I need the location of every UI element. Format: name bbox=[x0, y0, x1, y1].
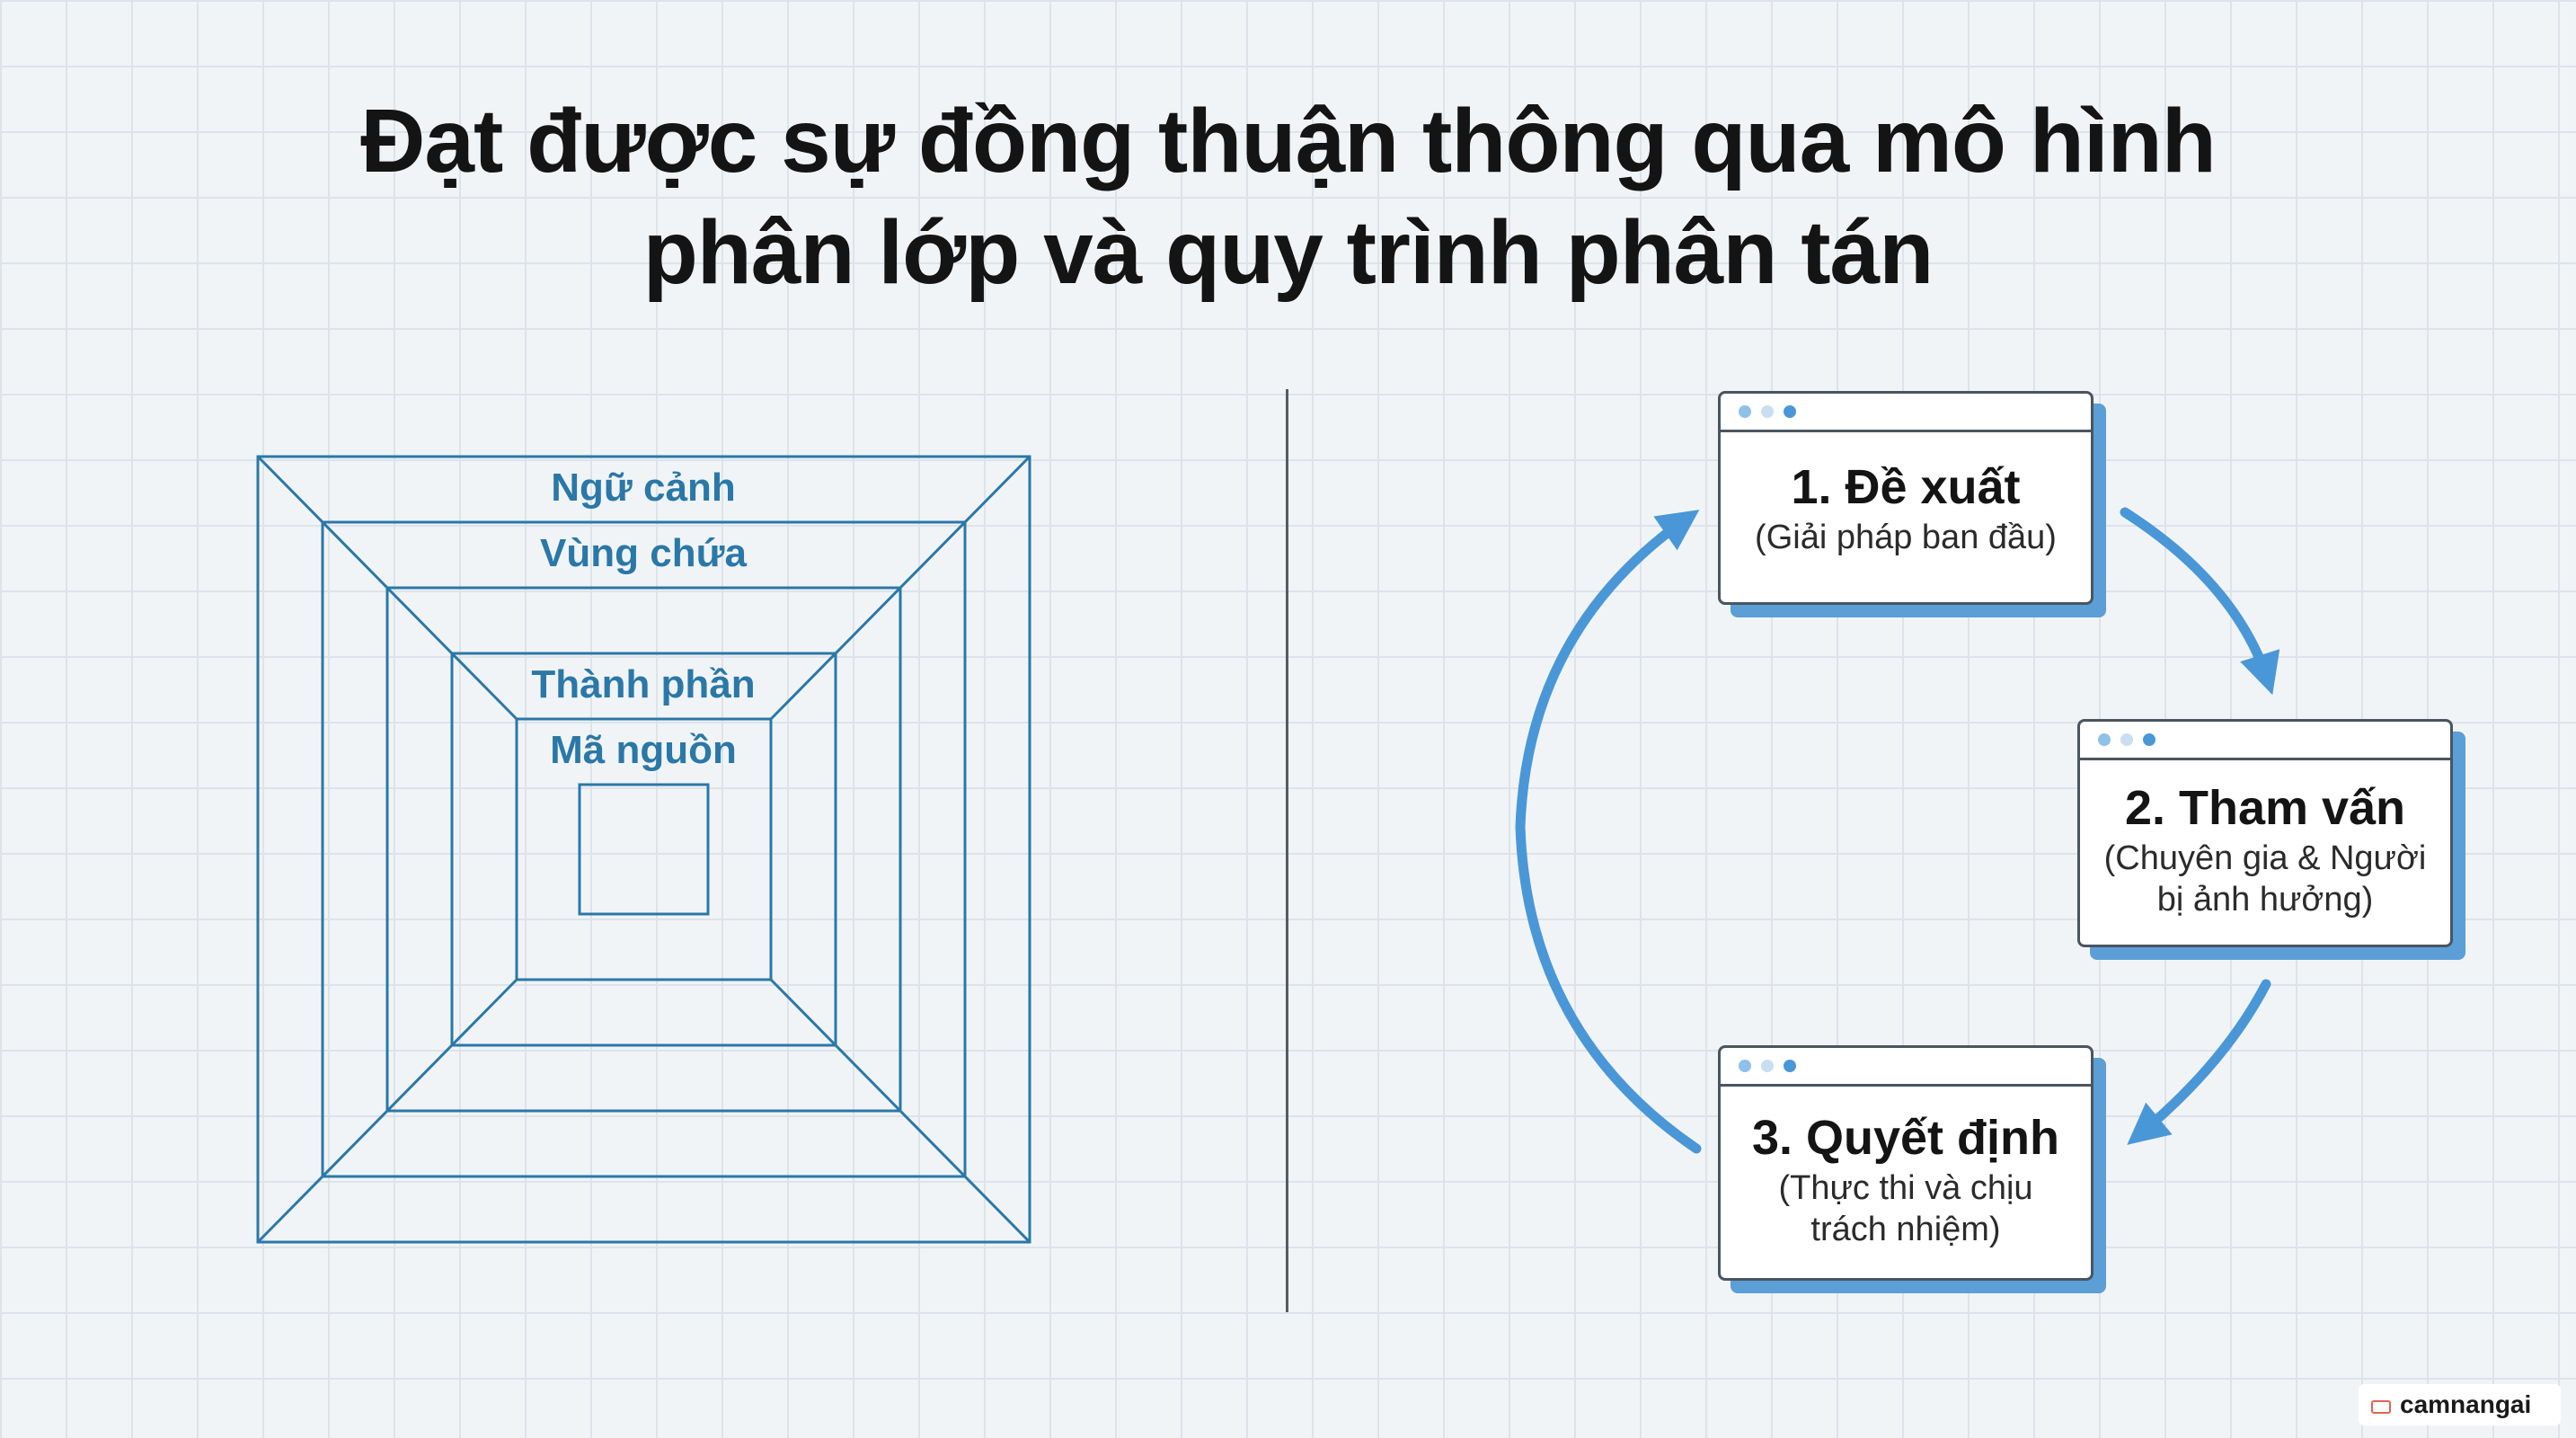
layer-label-container: Vùng chứa bbox=[540, 531, 747, 575]
arrow-consultation-to-decision bbox=[2127, 979, 2271, 1145]
layer-frame-component bbox=[385, 586, 902, 1113]
layer-diagonal-top-right bbox=[769, 455, 1031, 721]
window-dot-icon bbox=[1784, 1060, 1796, 1072]
card-title-bar bbox=[1721, 1048, 2091, 1087]
layer-diagonal-bottom-right bbox=[769, 978, 1031, 1244]
step-subtitle-line-1: (Thực thi và chịu bbox=[1778, 1169, 2033, 1207]
step-title: 1. Đề xuất bbox=[1791, 460, 2021, 514]
section-divider bbox=[1286, 389, 1288, 1312]
window-dot-icon bbox=[2120, 733, 2133, 746]
layer-diagonal-top-left bbox=[256, 455, 518, 721]
window-dot-icon bbox=[2098, 733, 2111, 746]
step-card-proposal: 1. Đề xuất (Giải pháp ban đầu) bbox=[1718, 391, 2094, 605]
layer-label-code: Mã nguồn bbox=[550, 728, 737, 772]
layer-frame-context bbox=[256, 455, 1031, 1244]
layered-model-diagram bbox=[256, 455, 1031, 1244]
layer-label-context: Ngữ cảnh bbox=[551, 466, 736, 510]
watermark: camnangai bbox=[2359, 1384, 2561, 1425]
window-dot-icon bbox=[1739, 405, 1751, 418]
window-dot-icon bbox=[1761, 1060, 1774, 1072]
layer-diagonal-bottom-left bbox=[256, 978, 518, 1244]
book-logo-icon bbox=[2371, 1400, 2391, 1414]
arrow-proposal-to-consultation bbox=[2120, 507, 2280, 696]
card-title-bar bbox=[2080, 722, 2450, 760]
arrow-decision-to-proposal bbox=[1515, 510, 1702, 1154]
step-subtitle-line-2: trách nhiệm) bbox=[1810, 1211, 2001, 1248]
step-card-decision: 3. Quyết định (Thực thi và chịu trách nh… bbox=[1718, 1045, 2094, 1281]
window-dot-icon bbox=[1761, 405, 1774, 418]
layer-frame-code bbox=[450, 652, 837, 1047]
step-card-consultation: 2. Tham vấn (Chuyên gia & Người bị ảnh h… bbox=[2077, 719, 2453, 947]
window-dot-icon bbox=[1784, 405, 1796, 418]
step-subtitle: (Giải pháp ban đầu) bbox=[1755, 519, 2057, 556]
step-title: 3. Quyết định bbox=[1751, 1111, 2060, 1165]
layer-label-component: Thành phần bbox=[531, 662, 756, 706]
step-subtitle-line-1: (Chuyên gia & Người bbox=[2103, 839, 2427, 877]
layer-frame-container bbox=[321, 520, 967, 1178]
layer-frame-core bbox=[515, 717, 773, 981]
page-title-line-2: phân lớp và quy trình phân tán bbox=[642, 202, 1934, 303]
window-dot-icon bbox=[2143, 733, 2156, 746]
step-title: 2. Tham vấn bbox=[2124, 781, 2406, 835]
window-dot-icon bbox=[1739, 1060, 1751, 1072]
step-subtitle-line-2: bị ảnh hưởng) bbox=[2156, 881, 2374, 919]
watermark-text: camnangai bbox=[2400, 1390, 2532, 1418]
page-title-line-1: Đạt được sự đồng thuận thông qua mô hình bbox=[360, 91, 2217, 191]
card-title-bar bbox=[1721, 394, 2091, 432]
page-title: Đạt được sự đồng thuận thông qua mô hình… bbox=[0, 85, 2576, 308]
layer-center-box bbox=[578, 783, 710, 916]
